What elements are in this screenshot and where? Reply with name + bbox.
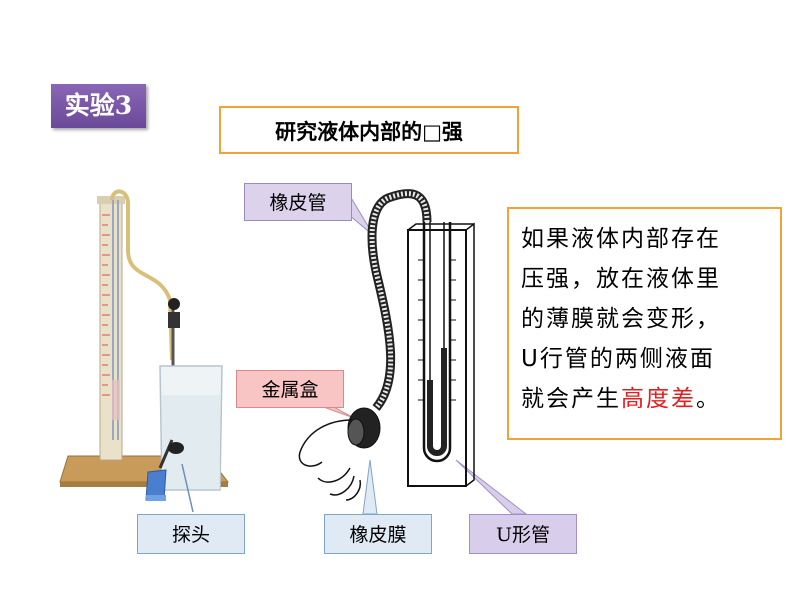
label-u-tube: U形管 [469, 514, 577, 554]
explanation-line-1: 如果液体内部存在 [521, 226, 721, 252]
left-apparatus-photo [59, 189, 230, 501]
explanation-line-5-prefix: 就会产生 [521, 386, 621, 412]
rubber-film-pointer [362, 459, 378, 515]
explanation-box: 如果液体内部存在 压强，放在液体里 的薄膜就会变形， U行管的两侧液面 就会产生… [507, 207, 782, 440]
page-title: 研究液体内部的□强 [219, 106, 519, 154]
explanation-line-2: 压强，放在液体里 [521, 266, 721, 292]
explanation-line-5-suffix: 。 [696, 386, 721, 412]
highlight-height-difference: 高度差 [621, 386, 696, 412]
label-probe: 探头 [137, 514, 245, 554]
experiment-badge: 实验3 [51, 84, 146, 128]
label-rubber-film: 橡皮膜 [324, 514, 432, 554]
explanation-line-4: U行管的两侧液面 [521, 346, 715, 372]
u-tube-manometer-drawing [298, 189, 475, 501]
label-metal-box: 金属盒 [236, 370, 344, 408]
probe-pointer [181, 463, 194, 513]
explanation-line-5: 就会产生高度差。 [521, 379, 772, 419]
label-rubber-tube: 橡皮管 [244, 183, 352, 221]
explanation-line-3: 的薄膜就会变形， [521, 306, 721, 332]
